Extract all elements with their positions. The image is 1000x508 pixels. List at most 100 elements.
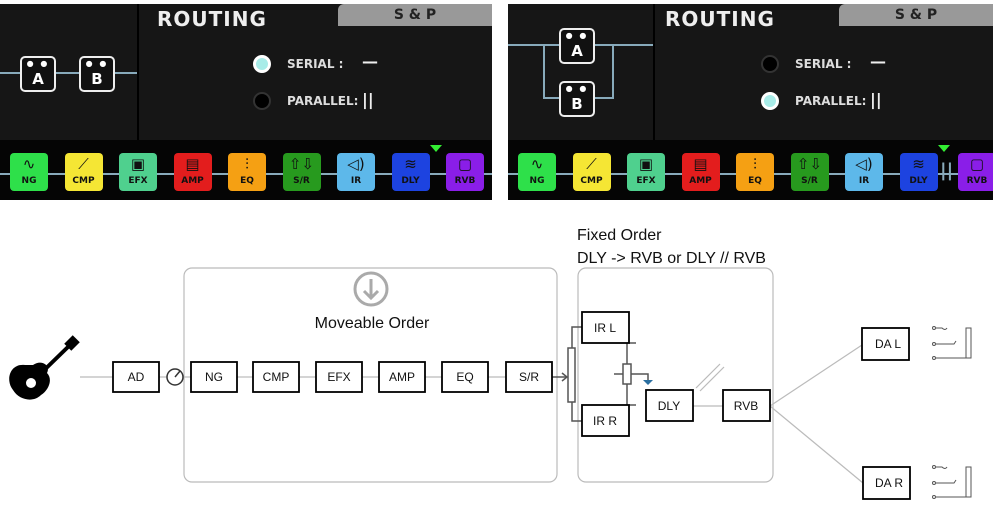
parallel-label: PARALLEL: [795,94,867,108]
output-jack-icons [932,326,972,499]
selection-marker-icon [430,145,442,152]
send-return-icon: ⇧⇩ [288,155,315,173]
serial-symbol: — [362,52,378,71]
sr-block: S/R [519,370,539,384]
parallel-symbol: || [870,90,882,109]
effect-tile-ng[interactable]: ∿ NG [10,153,48,191]
page-title: ROUTING [665,7,775,31]
pedal-b-label: B [91,70,103,88]
tab-s-and-p[interactable]: S & P [338,4,492,26]
moveable-order-title: Moveable Order [315,315,430,332]
effect-tile-ir[interactable]: ◁) IR [337,153,375,191]
eq-block: EQ [456,370,473,384]
effect-tile-cmp[interactable]: ⟋ CMP [572,153,611,191]
effect-tile-rvb[interactable]: ▢RVB [446,153,484,191]
effect-label: DLY [401,176,420,186]
effect-tile-dly[interactable]: ≋ DLY [899,153,938,191]
ir-l-block: IR L [594,321,616,335]
ir-r-block: IR R [593,414,617,428]
pedal-b: ● ●B [559,81,595,117]
pedal-b-label: B [571,95,583,113]
reverb-icon: ▢ [969,155,985,173]
rvb-block: RVB [734,399,758,413]
da-l-block: DA L [875,337,901,351]
down-arrow-icon [353,271,389,307]
effect-label: NG [21,176,37,186]
guitar-icon [9,335,80,400]
effect-tile-eq[interactable]: ⫶ EQ [228,153,266,191]
amp-icon: ▤ [693,155,708,173]
effect-label: IR [858,176,870,186]
effect-label: EQ [748,176,762,186]
speaker-icon: ◁) [347,155,365,173]
effect-tile-cmp[interactable]: ⟋ CMP [64,153,103,191]
eq-sliders-icon: ⫶ [753,155,757,173]
effect-tile-ng[interactable]: ∿NG [518,153,556,191]
tab-s-and-p[interactable]: S & P [839,4,993,26]
pedal-icon: ▣ [638,155,654,173]
effect-label: AMP [181,176,204,186]
effect-label: AMP [689,176,712,186]
pedal-icon: ▣ [130,155,146,173]
fixed-order-group [577,267,774,483]
dly-block: DLY [658,399,680,413]
effect-label: EQ [240,176,254,186]
delay-wave-icon: ≋ [404,155,417,173]
effect-label: CMP [72,176,95,186]
efx-block: EFX [327,370,350,384]
effect-label: S/R [801,176,818,186]
parallel-chain-mark: || [940,160,954,181]
effect-label: RVB [966,176,988,186]
effect-label: CMP [580,176,603,186]
speaker-icon: ◁) [855,155,873,173]
effect-label: S/R [293,176,310,186]
parallel-radio[interactable] [761,92,779,110]
fixed-order-title: Fixed Order [577,227,662,244]
delay-wave-icon: ≋ [912,155,925,173]
effect-tile-efx[interactable]: ▣ EFX [119,153,157,191]
effect-label: NG [529,176,545,186]
routing-preview: ● ●A ● ●B [0,4,139,140]
effect-tile-dly[interactable]: ≋ DLY [391,153,430,191]
ground-icon [643,380,653,385]
eq-sliders-icon: ⫶ [245,155,249,173]
send-return-icon: ⇧⇩ [796,155,823,173]
effects-chain: ∿ NG ⟋ CMP ▣ EFX ▤ AMP ⫶ EQ ⇧⇩ S/R ◁) IR ≋ DLY ▢RVB [0,140,492,200]
compressor-icon: ⟋ [78,155,89,173]
parallel-radio[interactable] [253,92,271,110]
amp-block: AMP [389,370,415,384]
effect-tile-sr[interactable]: ⇧⇩ S/R [282,153,321,191]
serial-radio[interactable] [761,55,779,73]
effect-tile-amp[interactable]: ▤ AMP [173,153,212,191]
effect-tile-ir[interactable]: ◁) IR [845,153,883,191]
effect-label: RVB [454,176,476,186]
parallel-symbol: || [362,90,374,109]
effect-label: DLY [909,176,928,186]
pedal-a: ● ●A [20,56,56,92]
amp-icon: ▤ [185,155,200,173]
cmp-block: CMP [263,370,290,384]
serial-symbol: — [870,52,886,71]
effect-tile-efx[interactable]: ▣ EFX [627,153,665,191]
serial-radio[interactable] [253,55,271,73]
effect-tile-eq[interactable]: ⫶ EQ [736,153,774,191]
effect-tile-rvb[interactable]: ▢ RVB [958,153,993,191]
ad-block: AD [128,370,145,384]
effect-label: IR [350,176,362,186]
effect-label: EFX [636,176,656,186]
fixed-order-subtitle: DLY -> RVB or DLY // RVB [577,250,766,267]
parallel-label: PARALLEL: [287,94,359,108]
ng-block: NG [205,370,223,384]
routing-panel-serial: ● ●A ● ●B ROUTING S & P SERIAL : — PARAL… [0,4,492,200]
effect-tile-amp[interactable]: ▤ AMP [681,153,720,191]
serial-label: SERIAL : [795,57,852,71]
effect-label: EFX [128,176,148,186]
noise-gate-icon: ∿ [22,155,36,173]
routing-preview: ● ●A ● ●B [508,4,655,140]
serial-label: SERIAL : [287,57,344,71]
routing-panel-parallel: ● ●A ● ●B ROUTING S & P SERIAL : — PARAL… [508,4,993,200]
page-title: ROUTING [157,7,267,31]
effect-tile-sr[interactable]: ⇧⇩ S/R [790,153,829,191]
compressor-icon: ⟋ [586,155,597,173]
